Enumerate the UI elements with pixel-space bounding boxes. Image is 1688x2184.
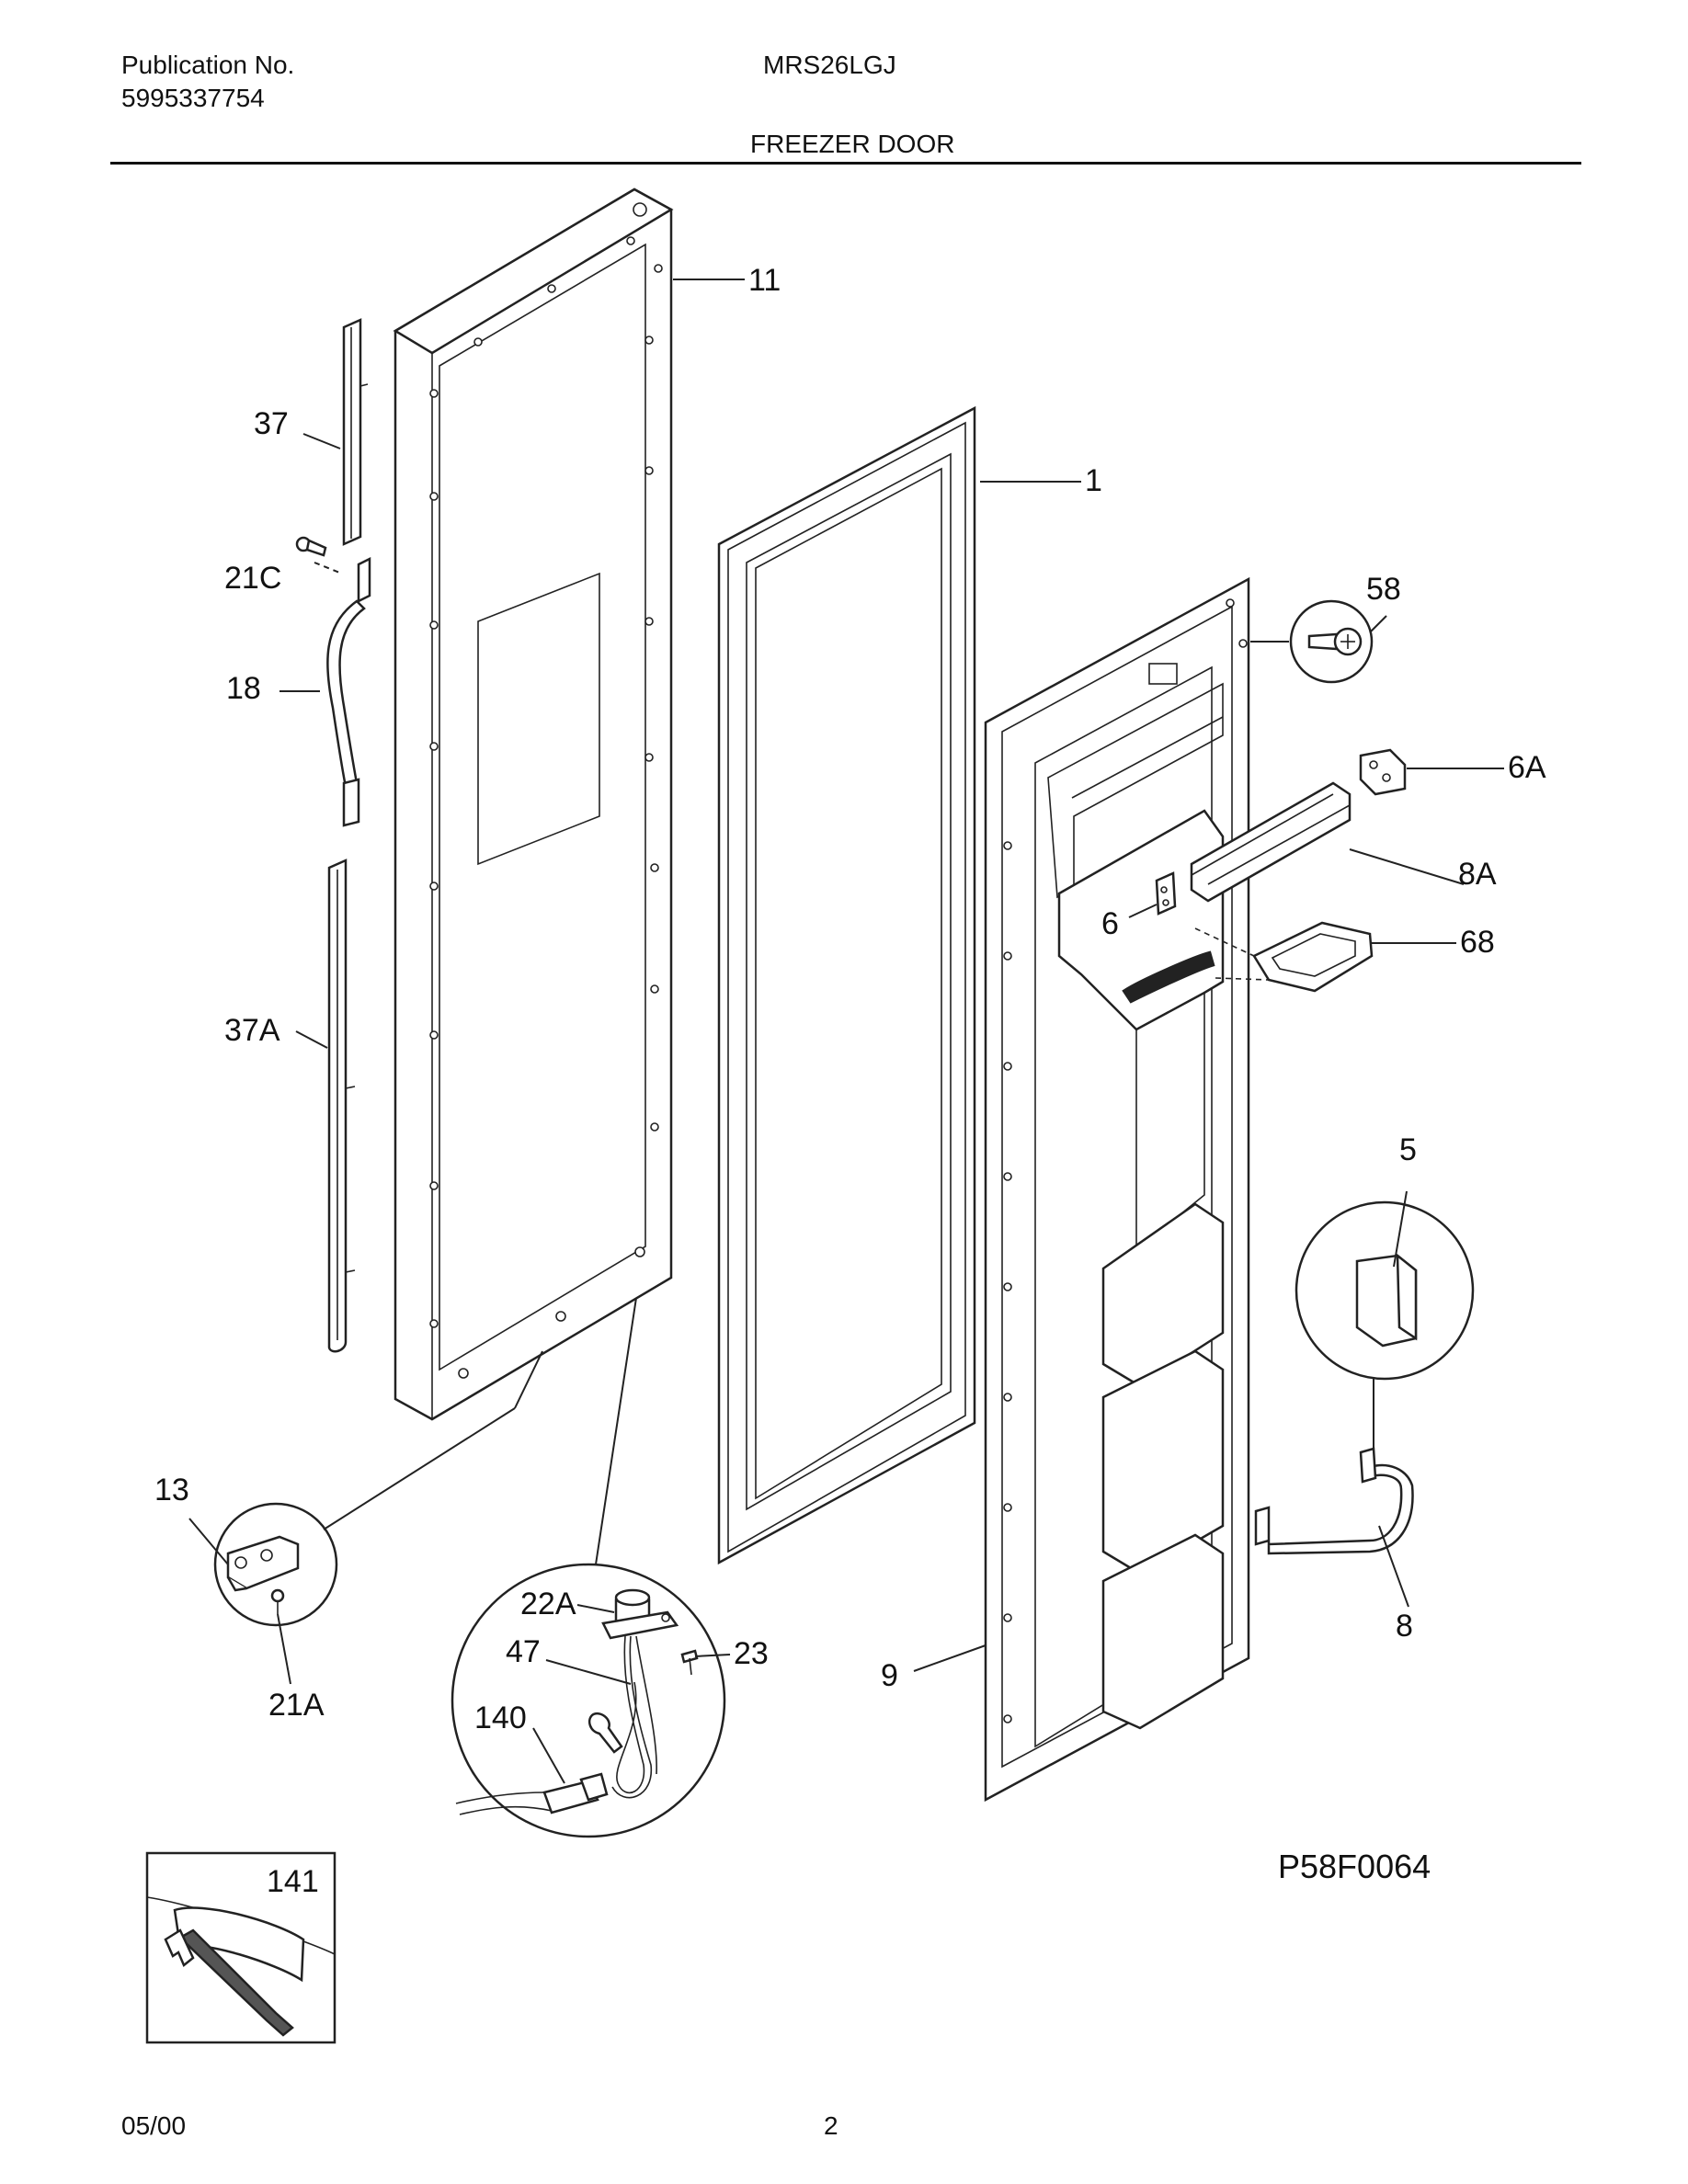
callout-47: 47 [506,1634,541,1669]
bracket-6a [1359,748,1407,796]
shelf-rail-8 [1254,1447,1414,1555]
publication-number: 5995337754 [121,84,265,112]
diagram-id: P58F0064 [1278,1848,1431,1885]
callout-21a: 21A [268,1688,325,1723]
callout-8: 8 [1396,1609,1413,1644]
door-outer-panel [393,188,674,1421]
callout-58: 58 [1366,572,1401,607]
screw-58-detail [1289,599,1374,684]
leader-lines [188,279,1504,1784]
footer-date: 05/00 [121,2111,187,2140]
callout-9: 9 [881,1658,898,1693]
rail-8a [1190,781,1352,903]
callout-6: 6 [1101,906,1119,941]
lower-handle-trim [327,859,356,1353]
callout-140: 140 [474,1701,527,1735]
clip-5-detail [1295,1200,1475,1449]
callout-22a: 22A [520,1587,576,1621]
callout-37a: 37A [224,1013,280,1048]
callout-labels: 11 1 37 21C 18 37A 58 6A 8A 6 68 5 13 21… [154,263,1546,1899]
header-rule [110,162,1581,165]
door-screw-holes [429,236,663,1379]
lamp-socket-detail [451,1563,726,1838]
publication-label: Publication No. [121,51,295,79]
door-gasket [717,405,976,1565]
callout-68: 68 [1460,925,1495,960]
cover-68 [1194,921,1374,993]
callout-13: 13 [154,1473,189,1507]
liner-holes [1003,598,1248,1723]
door-center-panel [477,572,600,866]
model-number: MRS26LGJ [763,51,896,79]
screw-21c [295,536,327,557]
callout-1: 1 [1085,463,1102,498]
callout-11: 11 [748,263,781,298]
callout-141: 141 [267,1864,319,1899]
bracket-6 [1155,871,1177,916]
callout-8a: 8A [1458,857,1497,892]
callout-21c: 21C [224,561,281,596]
callout-5: 5 [1399,1132,1417,1167]
callout-37: 37 [254,406,289,441]
wire-tool-inset [145,1851,336,2044]
callout-23: 23 [734,1636,769,1671]
upper-handle-trim [342,318,369,546]
page-number: 2 [824,2111,838,2140]
section-title: FREEZER DOOR [750,130,955,158]
hinge-13-detail [213,1502,338,1627]
handle [326,556,371,827]
callout-6a: 6A [1508,750,1546,785]
door-inner-liner [984,576,1250,1803]
callout-18: 18 [226,671,261,706]
